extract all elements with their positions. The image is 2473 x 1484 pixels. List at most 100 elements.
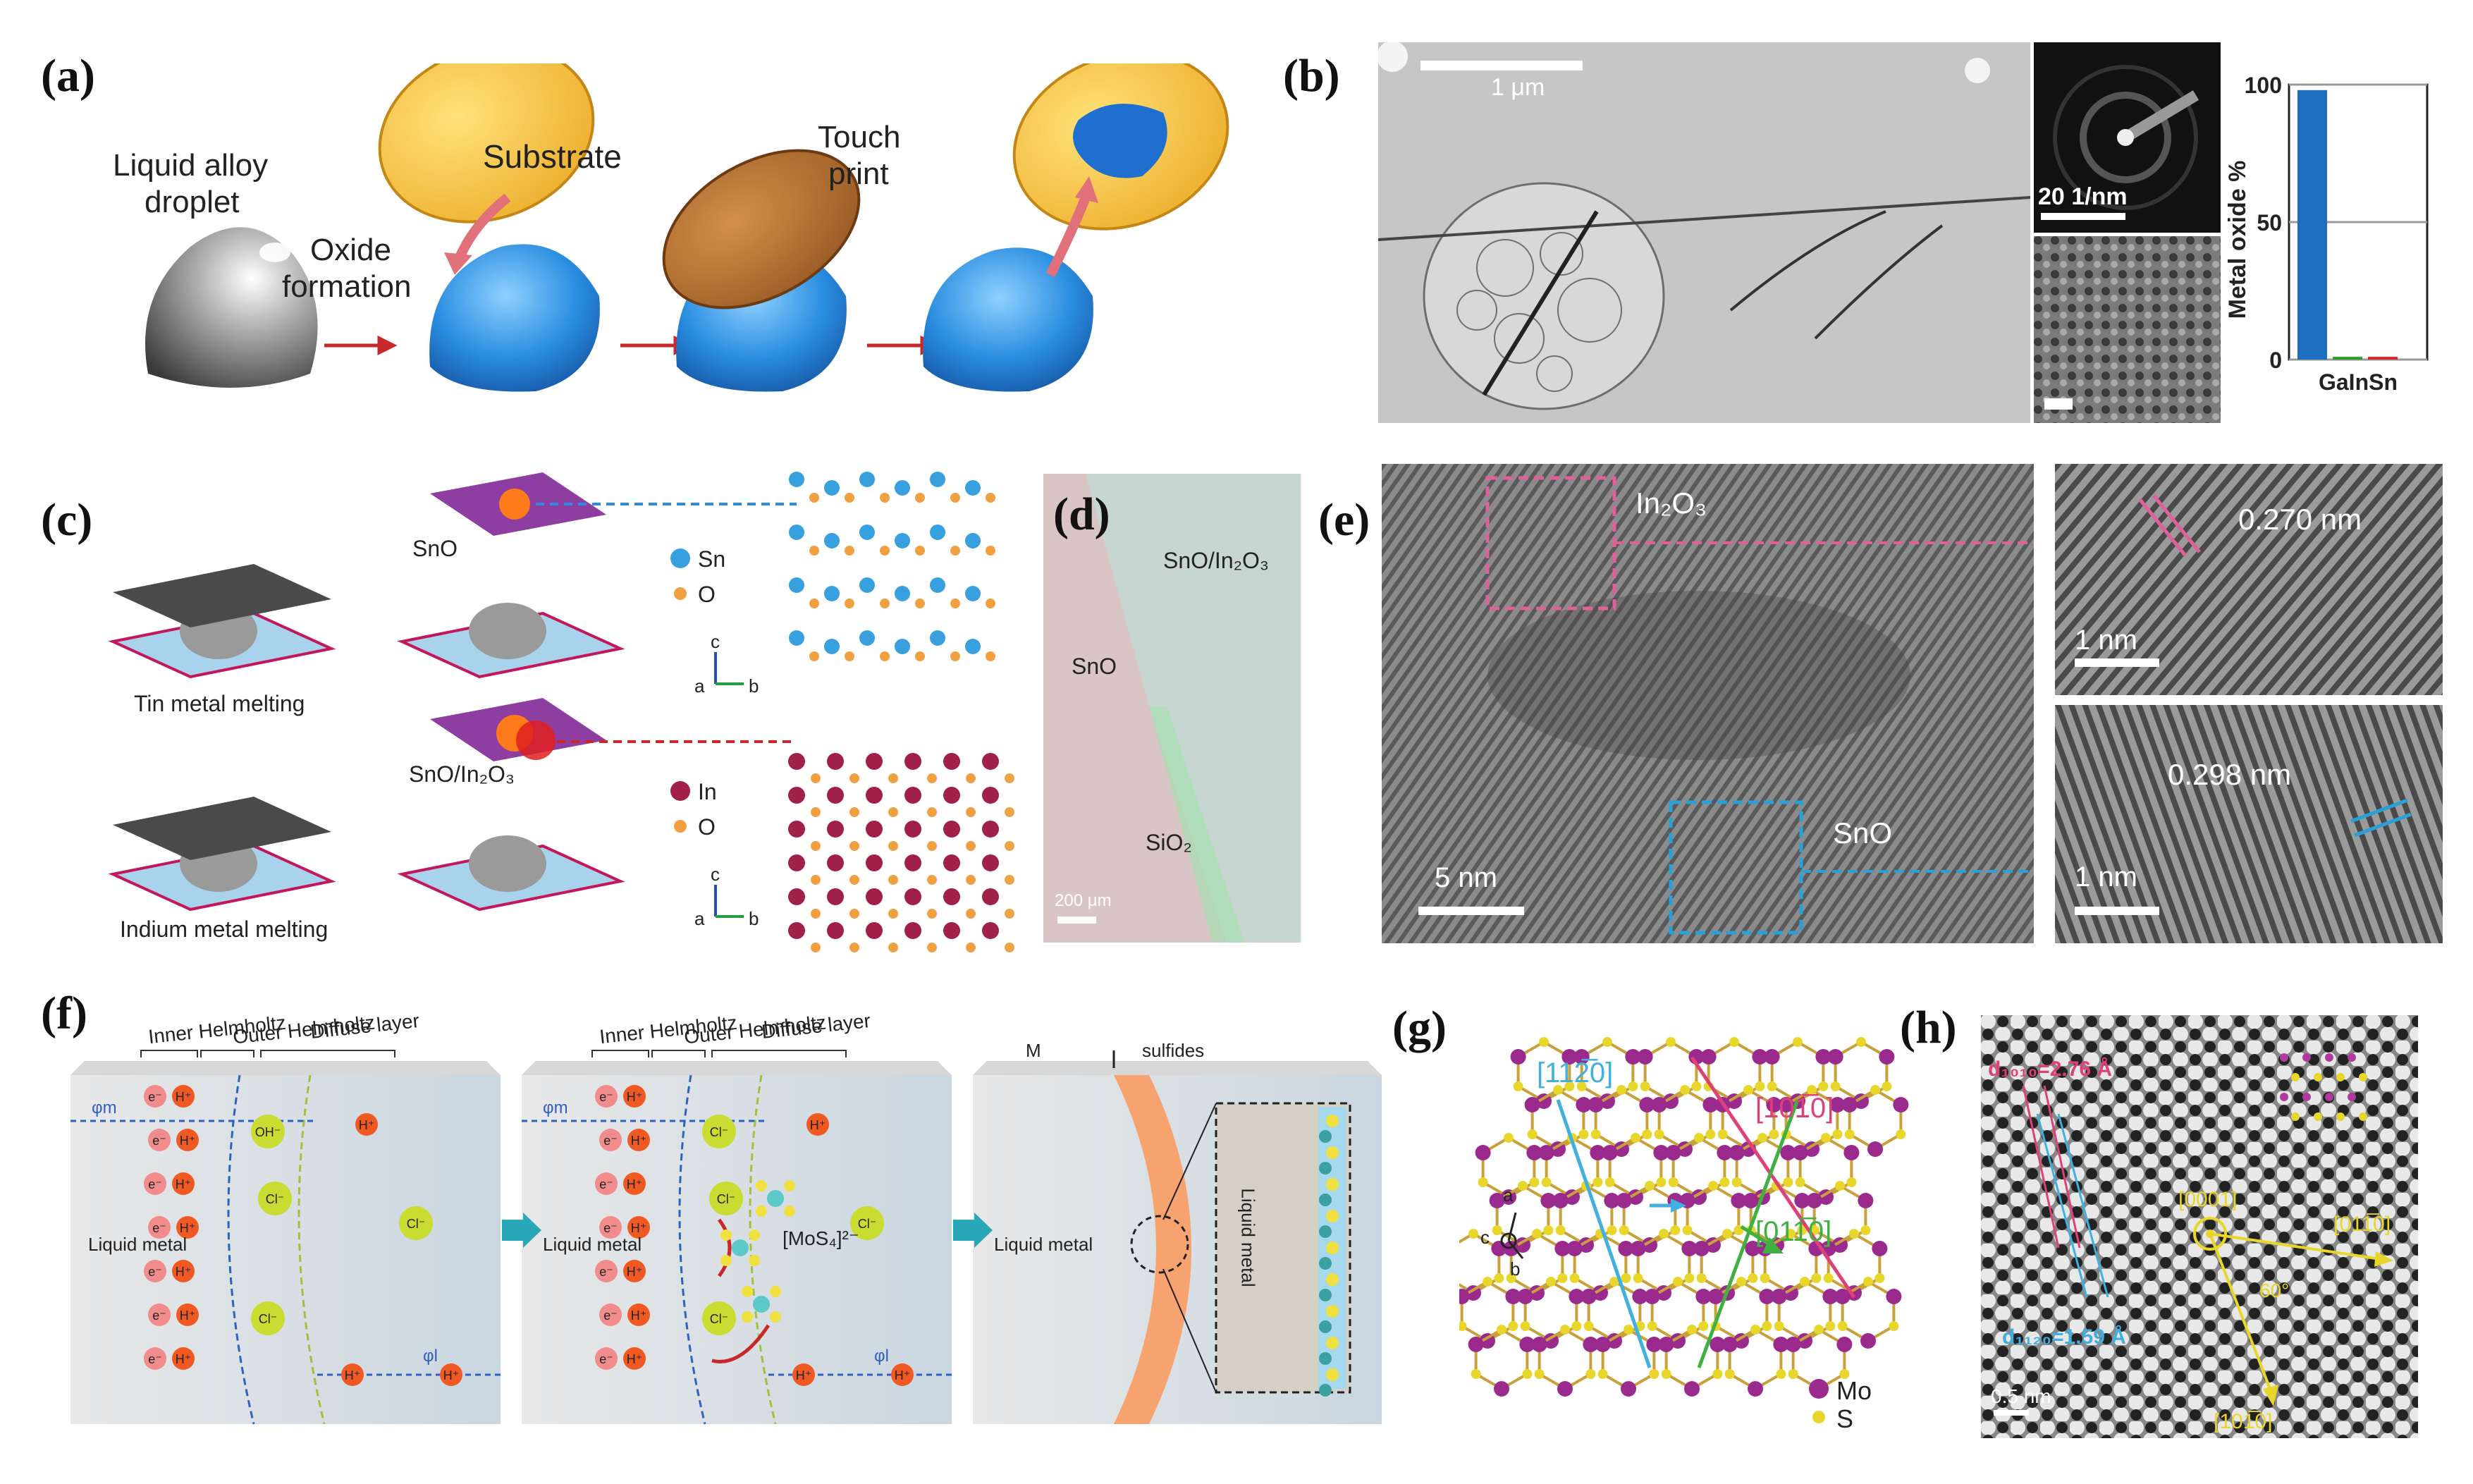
mo-atom [1540,1193,1557,1208]
mo-atom [1524,1097,1540,1112]
o-atom [849,909,859,919]
scale-bar-1nm-bottom: 1 nm [2075,861,2137,893]
o-atom [811,807,821,817]
ion-electron-label: e⁻ [148,1090,162,1104]
ion-electron [148,1129,171,1151]
s-atom [749,1255,760,1266]
mo-atom [1658,1337,1674,1352]
ion-cl-label: Cl⁻ [710,1312,729,1326]
in-atom [827,854,844,871]
s-atom [1609,1277,1619,1287]
s-atom [1698,1321,1709,1331]
s-atom [1755,1081,1765,1091]
s-atom [1590,1129,1601,1139]
s-atom [1666,1037,1676,1047]
mo-atom [1879,1049,1895,1065]
label-substrate: Substrate [483,138,622,175]
sn-atom [965,533,981,548]
mo-atom [1794,1193,1810,1208]
in-atom [982,821,999,838]
ion-h-plus-label: H⁺ [176,1177,192,1191]
o-atom [966,773,976,783]
s-atom [1326,1178,1339,1191]
mo-atom [1684,1381,1700,1397]
sn-atom [824,480,840,496]
mo-atom [1872,1241,1888,1256]
ion-electron [595,1347,618,1370]
s-atom [1543,1225,1554,1235]
mo-atom [1841,1097,1858,1112]
s-atom [1593,1177,1603,1187]
panel-c-schematic [92,465,1022,959]
label-tin-melting: Tin metal melting [134,691,305,716]
s-atom [1684,1273,1695,1283]
o-atom [888,773,898,783]
s-atom [1532,1229,1542,1239]
ion-electron-label: e⁻ [603,1134,618,1148]
o-atom [1005,807,1014,817]
s-atom [1668,1177,1679,1187]
s-atom [2359,1112,2367,1121]
sn-atom [965,586,981,601]
ion-h-plus [623,1085,646,1108]
mo-atom [1766,1097,1782,1112]
label-in2o3-e: In₂O₃ [1636,486,1707,520]
o-atom [811,909,821,919]
ion-h-plus-label: H⁺ [359,1118,375,1132]
s-atom [1492,1225,1502,1235]
s-atom [1527,1129,1538,1139]
ion-h-plus-label: H⁺ [627,1352,643,1366]
mo-atom [1319,1289,1332,1301]
s-atom [1757,1133,1767,1143]
in-atom [943,922,960,939]
s-atom [1719,1177,1730,1187]
mo-atom [1886,1289,1902,1304]
mo-atom [1510,1049,1526,1065]
dir-01-10: [011̅0] [1755,1216,1832,1247]
ion-oh-label: Cl⁻ [710,1125,729,1139]
ion-h-plus-label: H⁺ [631,1308,647,1323]
ion-h-plus-label: H⁺ [895,1368,911,1382]
ion-h-plus-label: H⁺ [631,1221,647,1235]
s-atom [1736,1277,1746,1287]
s-atom [1814,1325,1824,1335]
s-atom [1602,1037,1612,1047]
s-atom [1673,1277,1683,1287]
mo-atom [1867,1141,1883,1157]
mo-atom [1792,1145,1808,1160]
ion-electron [595,1260,618,1282]
ion-h-plus-label: H⁺ [810,1118,826,1132]
s-atom [1889,1321,1899,1331]
d-spacing-1010: d₁₀₁₀=2.76 Å [1988,1057,2113,1081]
s-atom [2314,1073,2322,1081]
mo-atom [1827,1049,1843,1065]
label-liquid-metal-vertical: Liquid metal [1237,1188,1259,1287]
s-atom [1656,1177,1667,1187]
label-formation: formation [282,269,412,304]
in-atom [982,888,999,905]
o-atom [809,599,819,608]
label-oxide: Oxide [310,233,391,267]
in-atom [904,787,921,804]
ion-h-plus-label: H⁺ [443,1368,460,1382]
mo-atom [1319,1352,1332,1365]
s-atom [2291,1073,2300,1081]
s-atom [1837,1321,1848,1331]
ion-electron-label: e⁻ [152,1308,166,1323]
ion-electron-label: e⁻ [148,1265,162,1279]
ion-h-plus [172,1085,195,1108]
mo-atom [1843,1145,1860,1160]
s-atom [1708,1181,1718,1191]
ion-cl-label: Cl⁻ [259,1312,278,1326]
o-atom [880,651,890,661]
mo-atom [1644,1289,1660,1304]
label-liquid-metal-2: Liquid metal [543,1234,642,1255]
in-atom [866,821,883,838]
o-atom [849,943,859,952]
s-atom [1522,1369,1533,1379]
mo-atom [1651,1097,1667,1112]
label-sulfides: sulfides [1142,1040,1205,1061]
mo-atom [1646,1337,1662,1352]
s-atom [1830,1081,1841,1091]
bar-ga [2297,90,2327,360]
